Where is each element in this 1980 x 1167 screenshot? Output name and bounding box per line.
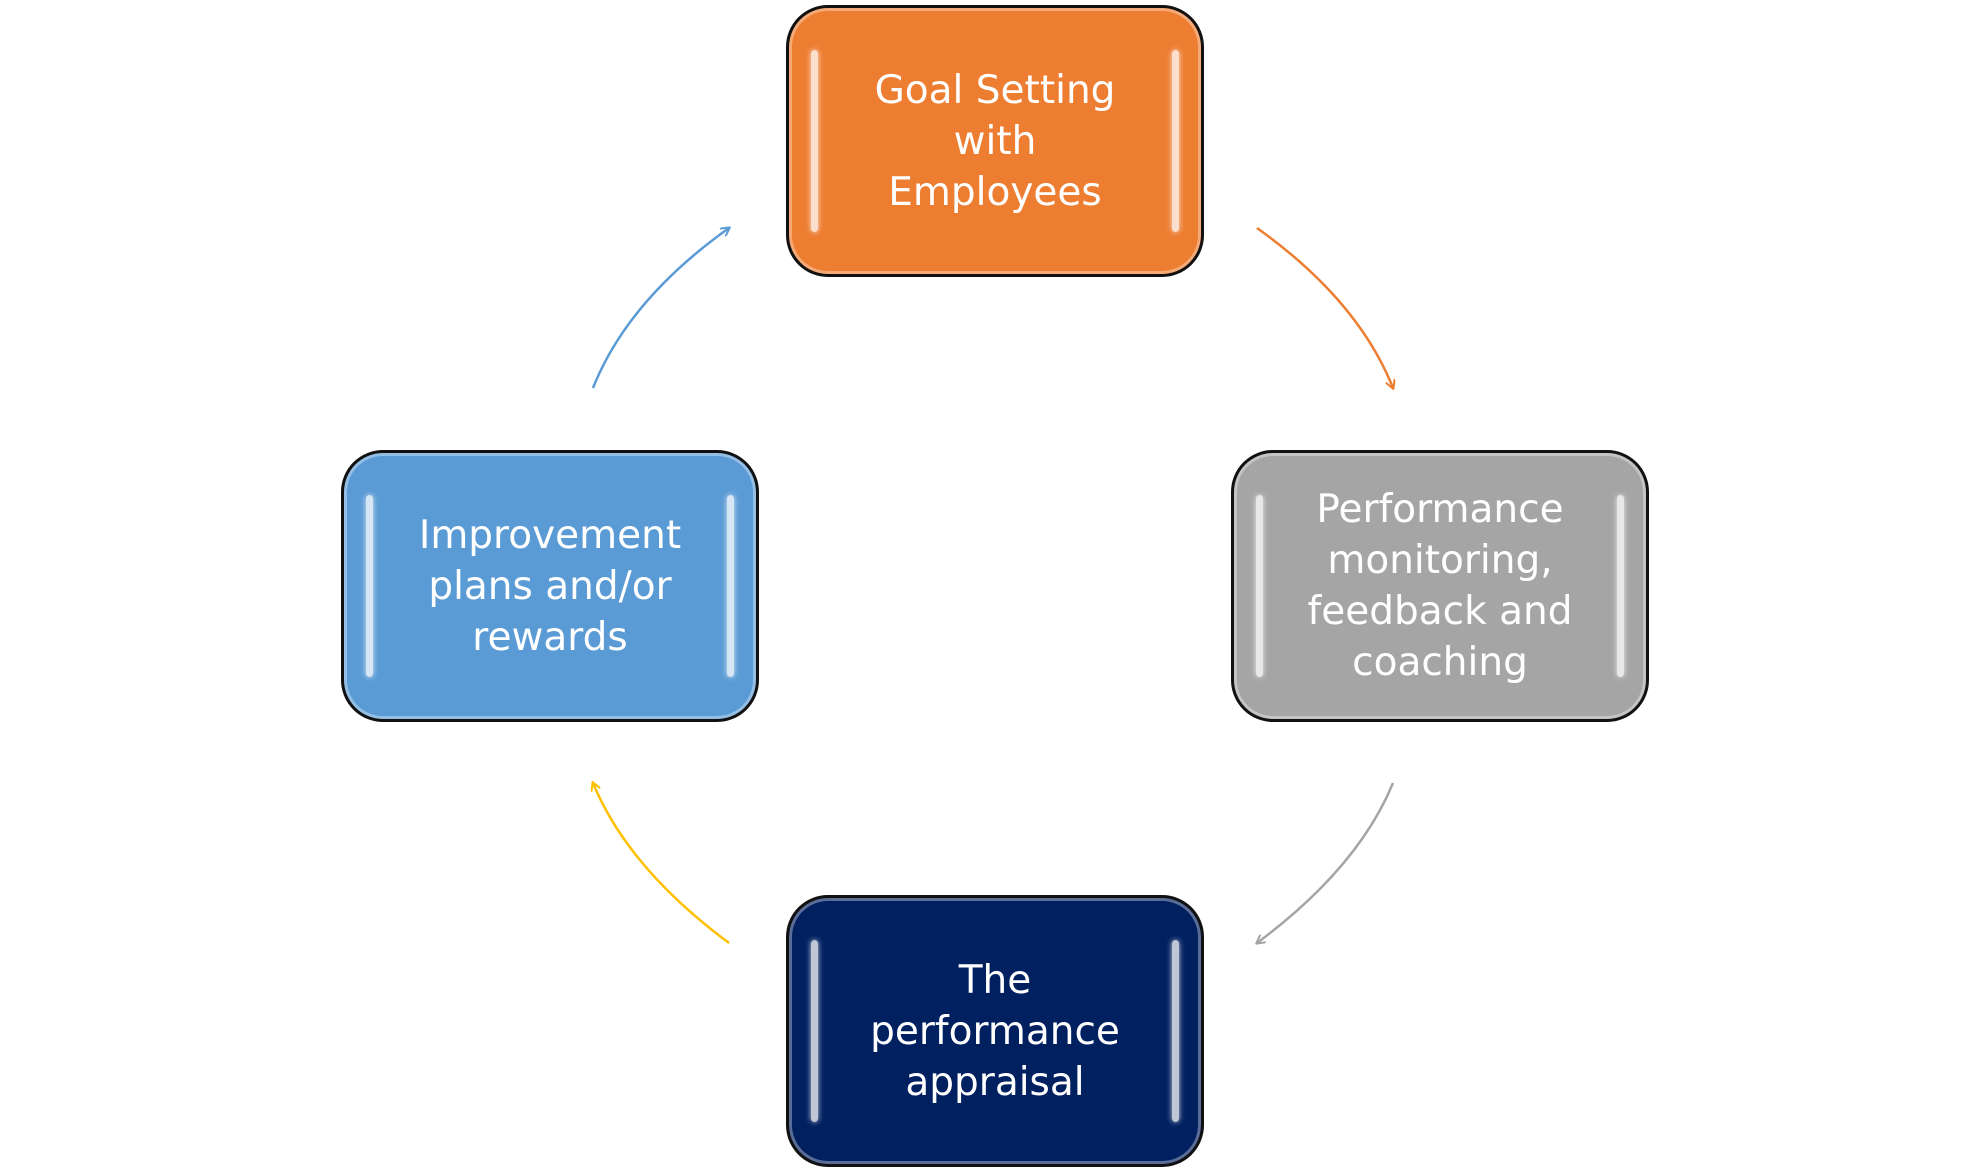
node-goal-setting-label: Goal Setting with Employees: [789, 65, 1201, 218]
node-performance-monitoring-line-1: Performance: [1316, 487, 1564, 532]
node-performance-monitoring-line-3: feedback and: [1307, 589, 1573, 634]
node-improvement-plans-label: Improvement plans and/or rewards: [367, 510, 733, 663]
node-improvement-plans-line-2: plans and/or: [428, 563, 672, 609]
node-performance-appraisal-line-1: The performance: [870, 957, 1120, 1054]
node-goal-setting: Goal Setting with Employees: [786, 5, 1204, 277]
node-improvement-plans: Improvement plans and/or rewards: [341, 450, 759, 722]
node-performance-monitoring-label: Performance monitoring, feedback and coa…: [1256, 484, 1625, 688]
node-improvement-plans-line-3: rewards: [472, 614, 628, 660]
node-improvement-plans-line-1: Improvement: [418, 512, 682, 558]
arrow-appraisal-to-improve: [593, 783, 730, 945]
arrow-goal-to-monitor: [1256, 226, 1393, 388]
node-performance-monitoring-line-4: coaching: [1352, 640, 1528, 685]
arrow-monitor-to-appraisal: [1257, 782, 1395, 943]
node-goal-setting-line-2: Employees: [888, 169, 1102, 215]
node-performance-appraisal: The performance appraisal: [786, 895, 1204, 1167]
node-performance-monitoring-line-2: monitoring,: [1327, 538, 1553, 583]
node-goal-setting-line-1: Goal Setting with: [874, 67, 1116, 164]
node-performance-appraisal-line-2: appraisal: [905, 1059, 1085, 1105]
node-performance-appraisal-label: The performance appraisal: [789, 955, 1201, 1108]
arrow-improve-to-goal: [591, 228, 729, 389]
node-performance-monitoring: Performance monitoring, feedback and coa…: [1231, 450, 1649, 722]
